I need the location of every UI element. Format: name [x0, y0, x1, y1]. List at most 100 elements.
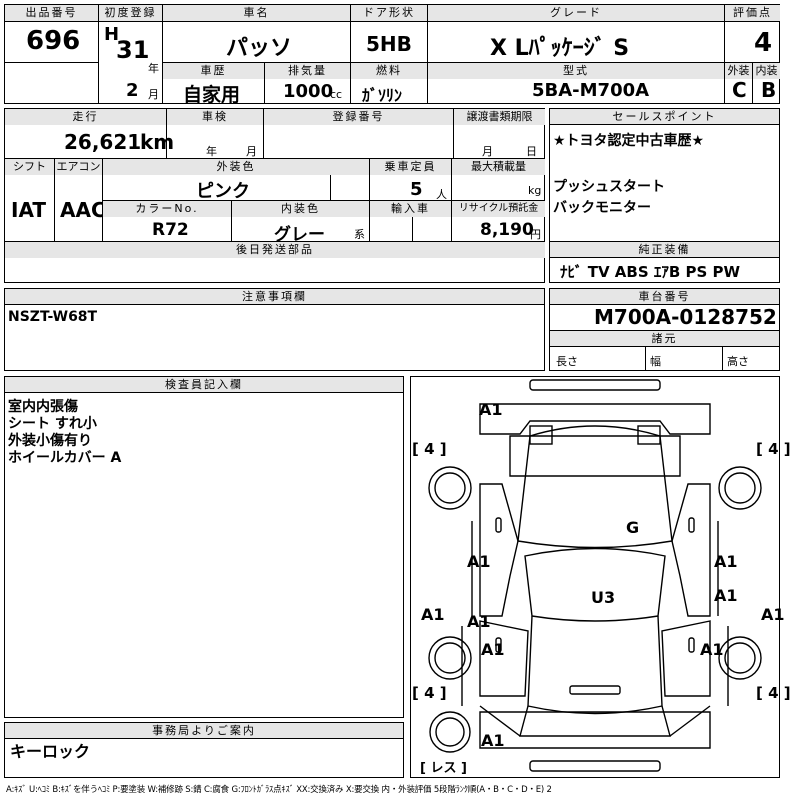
chassis-number: M700A-0128752 — [594, 305, 777, 329]
history: 自家用 — [183, 84, 241, 106]
tire-rear-right: [ 4 ] — [756, 684, 791, 702]
chassis-label: 車台番号 — [550, 289, 779, 305]
damage-right-door: A1 — [714, 586, 738, 605]
ext-grade: C — [732, 78, 747, 102]
damage-left-fender: A1 — [467, 552, 491, 571]
damage-roof: U3 — [591, 588, 616, 607]
model: 5BA-M700A — [532, 80, 650, 101]
recycle-unit: 円 — [530, 228, 541, 241]
top-header-block — [4, 4, 780, 104]
inspector-line-1: 室内内張傷 — [8, 399, 78, 415]
dims-label: 諸元 — [550, 331, 779, 347]
inspector-label: 検査員記入欄 — [5, 377, 403, 393]
score-label: 評価点 — [725, 5, 780, 21]
spare-tire: [ レス ] — [420, 761, 467, 776]
door-label: ドア形状 — [351, 5, 427, 21]
height-label: 高さ — [727, 355, 749, 368]
int-grade: B — [761, 78, 777, 102]
vehicle-detail-block — [4, 108, 545, 283]
handover-day: 日 — [526, 145, 537, 158]
mileage-label: 走行 — [5, 109, 166, 125]
grade-label: グレード — [428, 5, 724, 21]
equipment-items: ﾅﾋﾞ TV ABS ｴｱB PS PW — [560, 263, 741, 281]
office-block — [4, 722, 404, 778]
sales-line-4: バックモニター — [553, 200, 651, 216]
ac: AAC — [60, 198, 106, 222]
reg-month: 2 — [126, 80, 139, 101]
disp-unit: cc — [330, 88, 343, 101]
width-label: 幅 — [650, 355, 661, 368]
capacity-unit: 人 — [436, 188, 447, 201]
damage-right-side: A1 — [761, 605, 785, 624]
car-diagram-svg — [428, 379, 762, 772]
notes-text: NSZT-W68T — [8, 309, 98, 325]
sales-line-3: プッシュスタート — [553, 179, 665, 195]
sales-line-1: ★トヨタ認定中古車歴★ — [553, 133, 705, 149]
year-unit: 年 — [148, 62, 159, 75]
load-label: 最大積載量 — [452, 159, 545, 175]
inspector-line-2: シート すれ小 — [8, 416, 97, 432]
inspection-label: 車検 — [167, 109, 263, 125]
fuel: ｶﾞｿﾘﾝ — [362, 86, 403, 105]
ext-label: 外装 — [725, 63, 752, 79]
car-name: パッソ — [226, 36, 293, 61]
colorno: R72 — [152, 220, 189, 240]
notes-block — [4, 288, 545, 371]
ac-label: エアコン — [55, 159, 102, 175]
inspector-line-4: ホイールカバー A — [8, 450, 122, 466]
notes-label: 注意事項欄 — [5, 289, 544, 305]
damage-left-rear: A1 — [481, 640, 505, 659]
lot-number: 696 — [26, 26, 81, 56]
import-label: 輸入車 — [370, 201, 451, 217]
legend: A:ｷｽﾞ U:ﾍｺﾐ B:ｷｽﾞを伴うﾍｺﾐ P:要塗装 W:補修跡 S:錆 … — [6, 785, 552, 795]
shift: IAT — [11, 198, 47, 222]
regno-label: 登録番号 — [264, 109, 453, 125]
lot-label: 出品番号 — [5, 5, 98, 21]
capacity-label: 乗車定員 — [370, 159, 451, 175]
door: 5HB — [366, 32, 412, 56]
capacity: 5 — [410, 179, 423, 200]
damage-hood: G — [626, 518, 640, 537]
month-unit: 月 — [148, 88, 159, 101]
sales-label: セールスポイント — [550, 109, 779, 125]
score: 4 — [754, 28, 773, 58]
era: H — [104, 24, 120, 45]
later-parts-label: 後日発送部品 — [5, 242, 545, 258]
mileage-unit: km — [140, 130, 175, 154]
load-unit: kg — [528, 184, 542, 197]
interior-label: 内装色 — [232, 201, 369, 217]
disp-label: 排気量 — [265, 63, 350, 79]
displacement: 1000 — [283, 81, 334, 102]
office-label: 事務局よりご案内 — [5, 723, 403, 739]
int-label: 内装 — [753, 63, 780, 79]
office-text: キーロック — [10, 742, 91, 761]
damage-right-rear: A1 — [700, 640, 724, 659]
history-label: 車歴 — [163, 63, 264, 79]
interior-unit: 系 — [354, 228, 365, 241]
recycle-label: リサイクル預託金 — [452, 201, 545, 217]
damage-left-side: A1 — [421, 605, 445, 624]
shift-label: シフト — [5, 159, 54, 175]
damage-left-door: A1 — [467, 612, 491, 631]
sales-point-block — [549, 108, 780, 283]
damage-rear-bumper: A1 — [481, 731, 505, 750]
length-label: 長さ — [556, 355, 578, 368]
inspector-block — [4, 376, 404, 718]
tire-rear-left: [ 4 ] — [412, 684, 447, 702]
colorno-label: カラーNo. — [103, 201, 231, 217]
handover-label: 譲渡書類期限 — [454, 109, 545, 125]
insp-month-unit: 月 — [246, 145, 257, 158]
inspector-line-3: 外装小傷有り — [8, 433, 92, 449]
equipment-label: 純正装備 — [550, 242, 779, 258]
first-reg-label: 初度登録 — [99, 5, 162, 21]
chassis-block — [549, 288, 780, 371]
damage-front-bumper: A1 — [479, 400, 503, 419]
recycle: 8,190 — [480, 220, 534, 240]
tire-front-right: [ 4 ] — [756, 440, 791, 458]
color: ピンク — [196, 181, 250, 202]
model-label: 型式 — [428, 63, 724, 79]
mileage: 26,621 — [64, 130, 142, 154]
insp-year-unit: 年 — [206, 145, 217, 158]
grade: X Lﾊﾟｯｹｰｼﾞ S — [490, 36, 630, 61]
fuel-label: 燃料 — [351, 63, 427, 79]
